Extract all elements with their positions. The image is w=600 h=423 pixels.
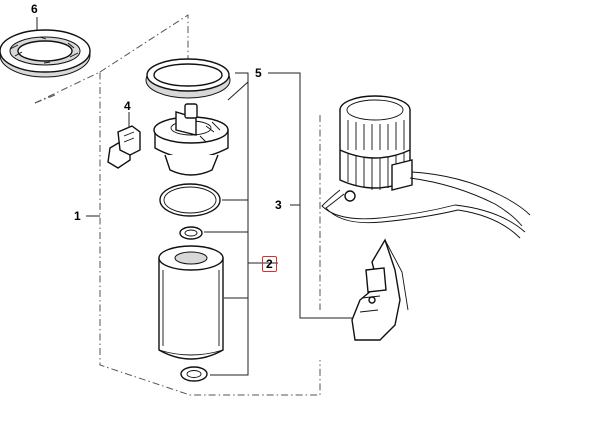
- filter-element-part: [158, 245, 224, 360]
- filter-cap-part: [153, 103, 229, 176]
- callout-5: 5: [255, 66, 262, 80]
- heater-sensor-part: [321, 95, 531, 239]
- callout-4: 4: [124, 99, 131, 113]
- callout-1: 1: [74, 209, 81, 223]
- clip-part: [107, 125, 141, 169]
- assembly-outline: [34, 71, 321, 396]
- assembly-outline-top: [99, 14, 189, 73]
- o-ring-large-part: [159, 183, 221, 217]
- o-ring-bottom-part: [180, 366, 208, 382]
- callout-3: 3: [275, 198, 282, 212]
- o-ring-small-part: [179, 226, 203, 240]
- sealing-ring-part: [0, 29, 91, 78]
- bracket-part: [351, 238, 409, 341]
- top-gasket-part: [145, 58, 231, 99]
- callout-2-highlighted[interactable]: 2: [262, 256, 277, 272]
- callout-6: 6: [31, 2, 38, 16]
- leader-lines-5: [204, 72, 249, 376]
